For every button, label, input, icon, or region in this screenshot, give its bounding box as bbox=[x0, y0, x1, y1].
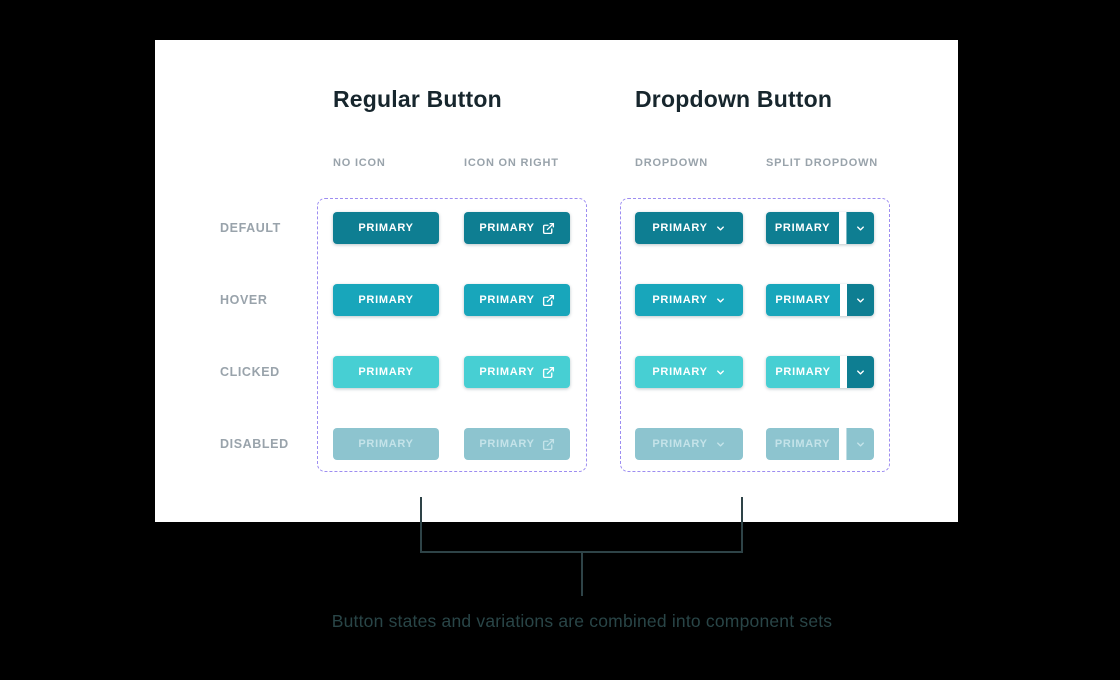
chevron-down-icon bbox=[857, 225, 864, 231]
section-title-regular-button: Regular Button bbox=[333, 86, 502, 112]
split-toggle[interactable] bbox=[846, 212, 874, 244]
button-label: PRIMARY bbox=[775, 366, 831, 378]
split-main-action[interactable]: PRIMARY bbox=[766, 212, 839, 244]
split-toggle[interactable] bbox=[847, 356, 874, 388]
row-label-hover: HOVER bbox=[220, 293, 268, 307]
row-label-default: DEFAULT bbox=[220, 221, 281, 235]
primary-button-icon-disabled: PRIMARY bbox=[464, 428, 570, 460]
primary-button-clicked[interactable]: PRIMARY bbox=[333, 356, 439, 388]
primary-split-dropdown-hover: PRIMARY bbox=[766, 284, 874, 316]
button-label: PRIMARY bbox=[774, 222, 831, 234]
primary-button-icon-default[interactable]: PRIMARY bbox=[464, 212, 570, 244]
column-header-icon-on-right: ICON ON RIGHT bbox=[464, 157, 559, 169]
split-main-action: PRIMARY bbox=[766, 428, 839, 460]
annotation-bracket-stem bbox=[581, 551, 583, 596]
chevron-down-icon bbox=[857, 441, 864, 447]
button-label: PRIMARY bbox=[652, 222, 708, 234]
column-header-dropdown: DROPDOWN bbox=[635, 157, 709, 169]
primary-dropdown-button-disabled: PRIMARY bbox=[635, 428, 743, 460]
button-label: PRIMARY bbox=[358, 294, 414, 306]
row-label-clicked: CLICKED bbox=[220, 365, 280, 379]
annotation-caption: Button states and variations are combine… bbox=[331, 611, 833, 631]
split-main-action[interactable]: PRIMARY bbox=[766, 356, 840, 388]
button-label: PRIMARY bbox=[774, 438, 831, 450]
primary-dropdown-button-default[interactable]: PRIMARY bbox=[635, 212, 743, 244]
primary-button-icon-clicked[interactable]: PRIMARY bbox=[464, 356, 570, 388]
button-label: PRIMARY bbox=[358, 366, 414, 378]
chevron-down-icon bbox=[716, 441, 724, 447]
button-label: PRIMARY bbox=[652, 366, 708, 378]
split-toggle bbox=[846, 428, 874, 460]
component-sheet-card: Regular Button Dropdown Button NO ICON I… bbox=[155, 40, 958, 522]
chevron-down-icon bbox=[716, 297, 724, 303]
primary-button-disabled: PRIMARY bbox=[333, 428, 439, 460]
button-label: PRIMARY bbox=[775, 294, 831, 306]
button-label: PRIMARY bbox=[479, 222, 535, 234]
chevron-down-icon bbox=[857, 297, 864, 303]
annotation-bracket-left-line bbox=[420, 497, 422, 553]
primary-dropdown-button-clicked[interactable]: PRIMARY bbox=[635, 356, 743, 388]
chevron-down-icon bbox=[716, 225, 724, 231]
primary-split-dropdown-default: PRIMARY bbox=[766, 212, 874, 244]
annotation-bracket-right-line bbox=[741, 497, 743, 553]
component-set-dropdown-button bbox=[620, 198, 890, 472]
button-label: PRIMARY bbox=[652, 294, 708, 306]
button-label: PRIMARY bbox=[358, 438, 414, 450]
button-label: PRIMARY bbox=[652, 438, 708, 450]
split-toggle[interactable] bbox=[847, 284, 874, 316]
primary-button-hover[interactable]: PRIMARY bbox=[333, 284, 439, 316]
external-link-icon bbox=[542, 366, 554, 378]
external-link-icon bbox=[542, 222, 554, 234]
button-label: PRIMARY bbox=[358, 222, 414, 234]
primary-split-dropdown-clicked: PRIMARY bbox=[766, 356, 874, 388]
chevron-down-icon bbox=[716, 369, 724, 375]
column-header-no-icon: NO ICON bbox=[333, 157, 386, 169]
column-header-split-dropdown: SPLIT DROPDOWN bbox=[766, 157, 879, 169]
row-label-disabled: DISABLED bbox=[220, 437, 289, 451]
split-main-action[interactable]: PRIMARY bbox=[766, 284, 840, 316]
component-set-regular-button bbox=[317, 198, 587, 472]
button-label: PRIMARY bbox=[479, 294, 535, 306]
primary-button-icon-hover[interactable]: PRIMARY bbox=[464, 284, 570, 316]
external-link-icon bbox=[542, 294, 554, 306]
external-link-icon bbox=[542, 438, 554, 450]
primary-dropdown-button-hover[interactable]: PRIMARY bbox=[635, 284, 743, 316]
button-label: PRIMARY bbox=[479, 366, 535, 378]
primary-button-default[interactable]: PRIMARY bbox=[333, 212, 439, 244]
primary-split-dropdown-disabled: PRIMARY bbox=[766, 428, 874, 460]
button-label: PRIMARY bbox=[479, 438, 535, 450]
section-title-dropdown-button: Dropdown Button bbox=[635, 86, 833, 112]
chevron-down-icon bbox=[857, 369, 864, 375]
